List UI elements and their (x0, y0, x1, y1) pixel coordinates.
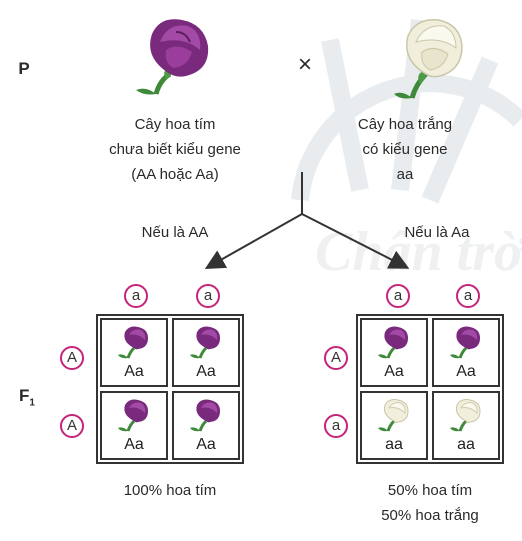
case-left-label: Nếu là AA (141, 224, 209, 241)
right-cell-4: aa (432, 391, 500, 460)
parent-purple-line1: Cây hoa tím (134, 116, 216, 133)
left-side-allele-2: A (60, 414, 84, 438)
left-side-allele-1: A (60, 346, 84, 370)
purple-rose-icon (190, 326, 220, 359)
left-cell-4: Aa (172, 391, 240, 460)
right-cell-3: aa (360, 391, 428, 460)
right-punnett-square: Aa Aa aa aa (356, 314, 504, 464)
right-cell-2-genotype: Aa (456, 363, 476, 380)
right-result-line2: 50% hoa trắng (381, 507, 479, 524)
parent-purple-line2: chưa biết kiểu gene (109, 141, 241, 158)
purple-rose-icon (190, 399, 220, 432)
right-cell-2: Aa (432, 318, 500, 387)
right-top-allele-2: a (456, 284, 480, 308)
generation-f1-subscript: 1 (29, 397, 35, 409)
purple-rose-icon (136, 19, 209, 95)
purple-rose-icon (378, 326, 408, 359)
parent-white-line2: có kiểu gene (362, 141, 448, 158)
right-cell-1-genotype: Aa (384, 363, 404, 380)
right-side-allele-2: a (324, 414, 348, 438)
left-cell-2-genotype: Aa (196, 363, 216, 380)
generation-f1-letter: F (19, 386, 30, 405)
generation-p-label: P (18, 59, 30, 78)
white-rose-icon (394, 19, 463, 99)
right-cell-1: Aa (360, 318, 428, 387)
generation-f1-label: F1 (14, 383, 40, 415)
left-cell-4-genotype: Aa (196, 436, 216, 453)
parent-white-line1: Cây hoa trắng (357, 116, 453, 133)
right-result-line1: 50% hoa tím (387, 482, 473, 499)
left-punnett-square: Aa Aa Aa Aa (96, 314, 244, 464)
white-rose-icon (450, 399, 481, 432)
parent-white-caption: Cây hoa trắng có kiểu gene aa (340, 112, 470, 187)
right-result: 50% hoa tím 50% hoa trắng (356, 478, 504, 528)
left-cell-2: Aa (172, 318, 240, 387)
parent-purple-caption: Cây hoa tím chưa biết kiểu gene (AA hoặc… (80, 112, 270, 187)
cross-symbol: × (297, 51, 312, 78)
parent-purple-line3: (AA hoặc Aa) (131, 166, 219, 183)
left-top-allele-1: a (124, 284, 148, 308)
right-cell-3-genotype: aa (385, 436, 403, 453)
left-cell-3-genotype: Aa (124, 436, 144, 453)
right-side-allele-1: A (324, 346, 348, 370)
left-result: 100% hoa tím (123, 482, 217, 499)
purple-rose-icon (450, 326, 480, 359)
purple-rose-icon (118, 326, 148, 359)
left-cell-1: Aa (100, 318, 168, 387)
left-cell-3: Aa (100, 391, 168, 460)
left-cell-1-genotype: Aa (124, 363, 144, 380)
left-top-allele-2: a (196, 284, 220, 308)
parent-white-line3: aa (396, 166, 414, 183)
purple-rose-icon (118, 399, 148, 432)
white-rose-icon (378, 399, 409, 432)
right-top-allele-1: a (386, 284, 410, 308)
case-right-label: Nếu là Aa (404, 224, 470, 241)
right-cell-4-genotype: aa (457, 436, 475, 453)
